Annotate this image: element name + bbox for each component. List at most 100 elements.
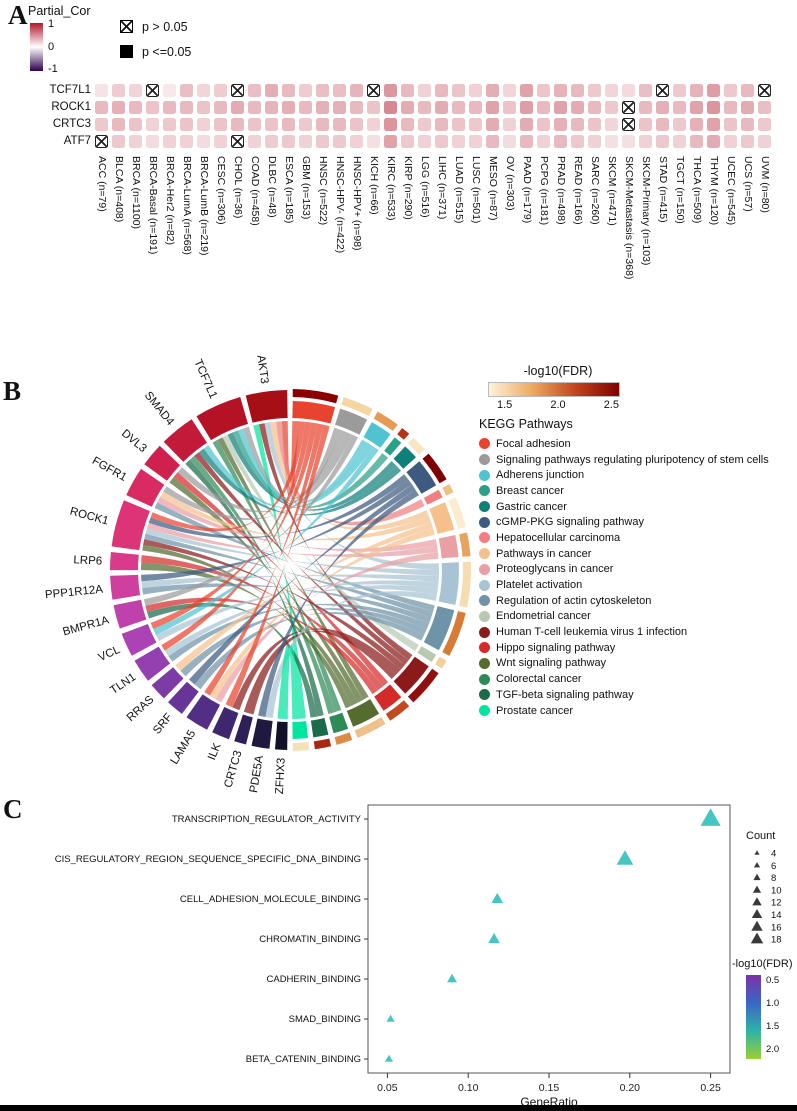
dotplot-point xyxy=(447,973,457,983)
chord-pathway-arc xyxy=(310,718,329,738)
heatmap-cell xyxy=(571,135,584,148)
heatmap-cell xyxy=(656,118,669,131)
dotplot-point xyxy=(700,808,721,826)
heatmap-cell xyxy=(180,84,193,97)
heatmap-cell xyxy=(112,135,125,148)
chord-pathway-arc xyxy=(374,684,402,711)
heatmap-cell xyxy=(129,101,142,114)
partial-cor-legend-title: Partial_Cor xyxy=(28,4,91,18)
count-legend-value: 4 xyxy=(771,849,776,860)
chord-ribbon xyxy=(232,430,389,508)
heatmap-column-label: PCPG (n=181) xyxy=(538,156,550,226)
chord-gene-arc xyxy=(109,552,139,571)
pathway-name: Endometrial cancer xyxy=(496,610,591,623)
heatmap-cell xyxy=(673,84,686,97)
dotplot-term-label: CHROMATIN_BINDING xyxy=(259,934,361,945)
chord-fdr-ring-segment xyxy=(442,484,454,496)
heatmap-cell xyxy=(384,135,397,148)
heatmap-column-label: STAD (n=415) xyxy=(657,156,669,223)
panel-b-label: B xyxy=(3,376,22,406)
pathway-name: Colorectal cancer xyxy=(496,673,582,686)
chord-pathway-arc xyxy=(363,422,391,448)
heatmap-column-label: LUSC (n=501) xyxy=(470,156,482,224)
heatmap-cell xyxy=(316,84,329,97)
heatmap-column-label: KICH (n=66) xyxy=(368,156,380,215)
kegg-legend-item: Hepatocellular carcinoma xyxy=(479,530,769,546)
dotplot-point xyxy=(386,1014,395,1022)
chord-gene-arc xyxy=(251,718,273,749)
heatmap-row-label: ATF7 xyxy=(63,135,91,147)
chord-ribbon xyxy=(253,424,306,719)
heatmap-cell xyxy=(554,135,567,148)
heatmap-cell xyxy=(282,135,295,148)
heatmap-cell xyxy=(401,101,414,114)
heatmap-cell xyxy=(486,84,499,97)
pathway-color-dot-icon xyxy=(479,469,490,481)
chord-gene-label: ZFHX3 xyxy=(274,758,288,795)
heatmap-cell xyxy=(248,101,261,114)
heatmap-column-label: UCEC (n=545) xyxy=(725,156,737,226)
heatmap-cell xyxy=(197,101,210,114)
kegg-legend-item: Colorectal cancer xyxy=(479,671,769,687)
heatmap-column-label: READ (n=166) xyxy=(572,156,584,225)
chord-pathway-arc xyxy=(292,401,336,424)
heatmap-column-label: BRCA (n=1100) xyxy=(130,156,142,230)
heatmap-column-label: KIRP (n=290) xyxy=(402,156,414,220)
heatmap-cell xyxy=(265,135,278,148)
count-legend-value: 16 xyxy=(771,922,782,933)
chord-ribbon xyxy=(163,432,353,521)
heatmap-cell xyxy=(367,118,380,131)
heatmap-cell xyxy=(639,84,652,97)
pathway-name: Prostate cancer xyxy=(496,704,574,717)
count-legend-marker-icon xyxy=(753,862,761,868)
heatmap-cell xyxy=(486,135,499,148)
pathway-name: TGF-beta signaling pathway xyxy=(496,688,634,701)
heatmap-cell xyxy=(520,101,533,114)
heatmap-cell xyxy=(333,135,346,148)
kegg-legend-item: Breast cancer xyxy=(479,483,769,499)
heatmap-cell xyxy=(435,84,448,97)
pathway-name: Regulation of actin cytoskeleton xyxy=(496,594,652,607)
chord-gene-label: ILK xyxy=(206,741,224,762)
heatmap-cell xyxy=(741,101,754,114)
heatmap-cell xyxy=(673,118,686,131)
dotplot-term-label: TRANSCRIPTION_REGULATOR_ACTIVITY xyxy=(172,814,362,825)
kegg-legend-item: Hippo signaling pathway xyxy=(479,640,769,656)
heatmap-cell xyxy=(435,135,448,148)
heatmap-cell-not-significant xyxy=(231,84,244,97)
heatmap-cell xyxy=(605,84,618,97)
heatmap-cell xyxy=(707,84,720,97)
chord-pathway-arc xyxy=(423,489,443,505)
chord-gene-arc xyxy=(212,707,239,740)
chord-ribbon xyxy=(150,421,305,532)
pathway-color-dot-icon xyxy=(479,454,490,466)
significance-legend-item: p <=0.05 xyxy=(120,39,191,64)
chord-fdr-tick: 2.0 xyxy=(550,399,566,411)
chord-gene-label: FGFR1 xyxy=(90,455,129,484)
heatmap-column-label: SKCM (n=471) xyxy=(606,156,618,226)
heatmap-cell xyxy=(265,118,278,131)
heatmap-column-label: PRAD (n=498) xyxy=(555,156,567,225)
heatmap-cell xyxy=(622,84,635,97)
heatmap-column-label: BRCA-LumB (n=219) xyxy=(198,156,210,256)
heatmap-grid xyxy=(95,84,771,148)
pathway-color-dot-icon xyxy=(479,438,490,450)
pathway-color-dot-icon xyxy=(479,657,490,669)
chord-fdr-colorbar-ticks: 1.5 2.0 2.5 xyxy=(488,399,628,411)
heatmap-cell xyxy=(333,101,346,114)
chord-fdr-ring-segment xyxy=(354,717,386,738)
heatmap-cell xyxy=(231,118,244,131)
pathway-name: Adherens junction xyxy=(496,469,585,482)
count-legend-value: 6 xyxy=(771,861,776,872)
dotplot-x-tick-label: 0.25 xyxy=(700,1082,721,1094)
chord-gene-arc xyxy=(275,721,288,750)
heatmap-column-label: CESC (n=306) xyxy=(215,156,227,225)
chord-fdr-colorbar xyxy=(488,382,620,397)
pathway-color-dot-icon xyxy=(479,642,490,654)
chord-ribbon xyxy=(198,448,402,516)
chord-pathway-arc xyxy=(335,408,368,435)
kegg-legend-item: Gastric cancer xyxy=(479,499,769,515)
pathway-name: Signaling pathways regulating pluripoten… xyxy=(496,453,769,466)
